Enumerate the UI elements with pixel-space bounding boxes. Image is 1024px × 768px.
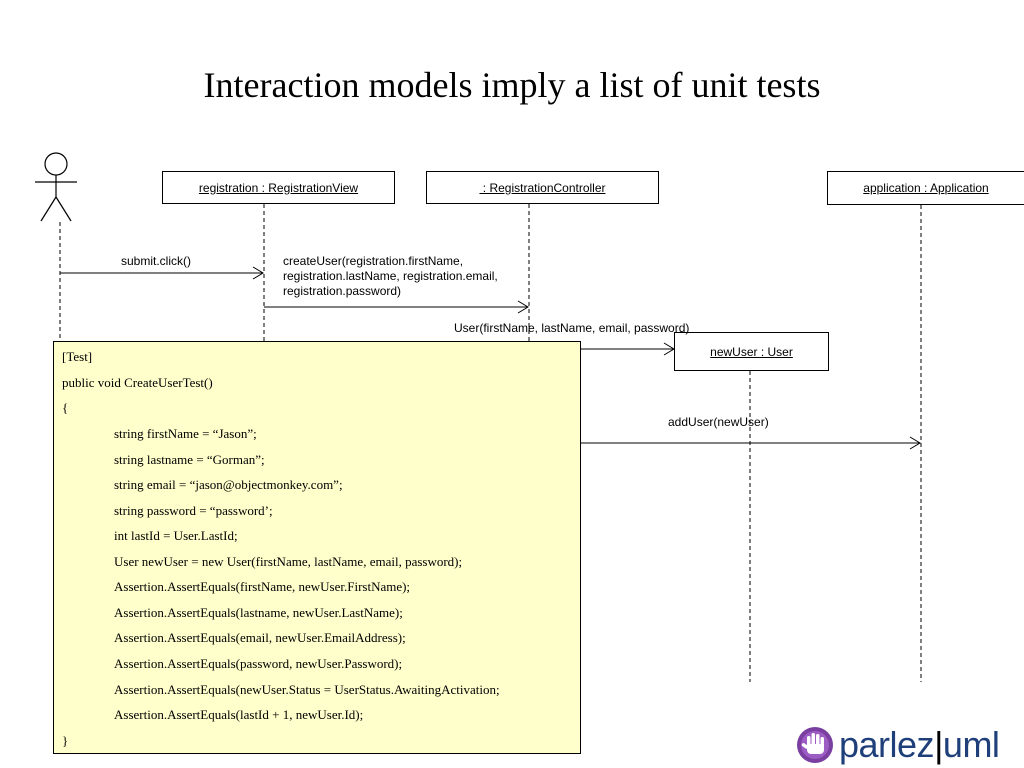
code-line: string lastname = “Gorman”; [114, 452, 265, 467]
code-line: public void CreateUserTest() [62, 375, 213, 390]
lifeline-new-user: newUser : User [674, 332, 829, 371]
lifeline-application: application : Application [827, 171, 1024, 205]
lifeline-registration-controller: : RegistrationController [426, 171, 659, 204]
message-arrow-user-constructor [581, 342, 675, 356]
unit-test-code-note: [Test] public void CreateUserTest() { st… [53, 341, 581, 754]
code-line: { [62, 400, 69, 415]
code-line: Assertion.AssertEquals(lastId + 1, newUs… [114, 707, 364, 722]
logo-text: parlez|uml [839, 724, 1000, 765]
lifeline-label: newUser : User [710, 344, 793, 359]
code-line: Assertion.AssertEquals(firstName, newUse… [114, 579, 411, 594]
message-label-user-constructor: User(firstName, lastName, email, passwor… [454, 321, 690, 335]
message-label-create-user: createUser(registration.firstName, regis… [283, 254, 498, 298]
hand-logo-icon [797, 727, 833, 763]
lifeline-label: registration : RegistrationView [198, 180, 359, 195]
slide-title: Interaction models imply a list of unit … [203, 65, 821, 105]
code-line: string firstName = “Jason”; [114, 426, 257, 441]
code-line: Assertion.AssertEquals(newUser.Status = … [114, 682, 500, 697]
code-line: User newUser = new User(firstName, lastN… [114, 554, 463, 569]
code-line: Assertion.AssertEquals(password, newUser… [114, 656, 403, 671]
message-arrow-create-user [264, 300, 529, 314]
message-arrow-add-user [581, 436, 921, 450]
actor-icon [35, 152, 77, 222]
code-line: string email = “jason@objectmonkey.com”; [114, 477, 343, 492]
code-line: int lastId = User.LastId; [114, 528, 238, 543]
code-line: [Test] [62, 349, 93, 364]
lifeline-label: : RegistrationController [479, 180, 606, 195]
code-line: } [62, 733, 69, 748]
lifeline-label: application : Application [863, 181, 989, 195]
code-line: Assertion.AssertEquals(email, newUser.Em… [114, 630, 406, 645]
code-line: string password = “password’; [114, 503, 273, 518]
lifeline-registration-view: registration : RegistrationView [162, 171, 395, 204]
code-line: Assertion.AssertEquals(lastname, newUser… [114, 605, 403, 620]
message-arrow-submit [60, 266, 264, 280]
message-label-submit: submit.click() [121, 254, 192, 268]
message-label-add-user: addUser(newUser) [668, 415, 769, 429]
parlez-uml-logo: parlez|uml [795, 722, 1020, 768]
